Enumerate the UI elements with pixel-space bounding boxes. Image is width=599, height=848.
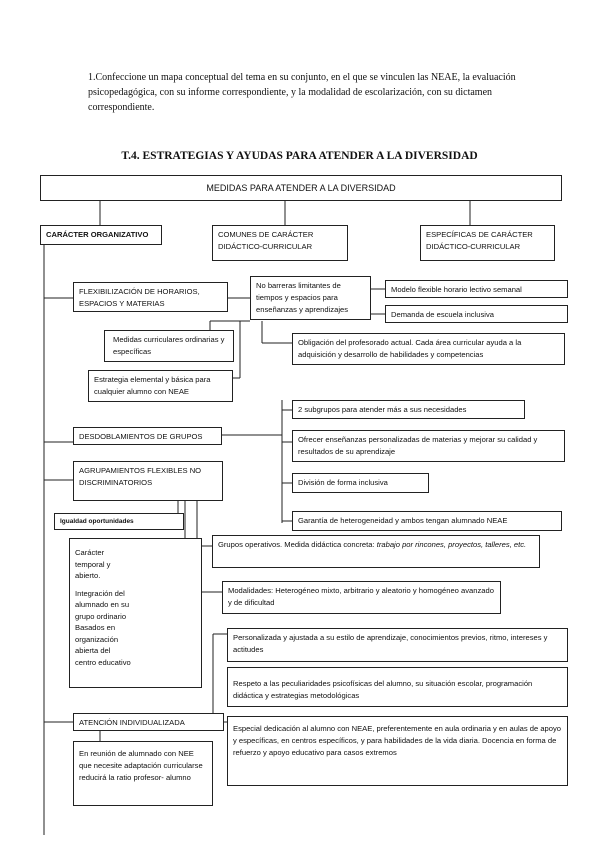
especial-dedicacion-box: Especial dedicación al alumno con NEAE, … [227, 716, 568, 786]
division-box: División de forma inclusiva [292, 473, 429, 493]
no-barreras-box: No barreras limitantes de tiempos y espa… [250, 276, 371, 320]
desdoblamientos-box: DESDOBLAMIENTOS DE GRUPOS [73, 427, 222, 445]
atencion-box: ATENCIÓN INDIVIDUALIZADA [73, 713, 224, 731]
root-box: MEDIDAS PARA ATENDER A LA DIVERSIDAD [40, 175, 562, 201]
section-heading: T.4. ESTRATEGIAS Y AYUDAS PARA ATENDER A… [121, 150, 478, 162]
especificas-box: ESPECÍFICAS DE CARÁCTER DIDÁCTICO-CURRIC… [420, 225, 555, 261]
modelo-flexible-box: Modelo flexible horario lectivo semanal [385, 280, 568, 298]
modalidades-box: Modalidades: Heterogéneo mixto, arbitrar… [222, 581, 501, 614]
flexibilizacion-box: FLEXIBILIZACIÓN DE HORARIOS, ESPACIOS Y … [73, 282, 228, 312]
ofrecer-box: Ofrecer enseñanzas personalizadas de mat… [292, 430, 565, 462]
intro-paragraph: 1.Confeccione un mapa conceptual del tem… [88, 72, 516, 113]
demanda-box: Demanda de escuela inclusiva [385, 305, 568, 323]
obligacion-box: Obligación del profesorado actual. Cada … [292, 333, 565, 365]
integracion-text: Integración del alumnado en su grupo ord… [75, 588, 131, 667]
dos-subgrupos-box: 2 subgrupos para atender más a sus neces… [292, 400, 525, 419]
caracter-organizativo-box: CARÁCTER ORGANIZATIVO [40, 225, 162, 245]
grupos-operativos-italic: trabajo por rincones, proyectos, tallere… [376, 540, 527, 549]
personalizada-box: Personalizada y ajustada a su estilo de … [227, 628, 568, 662]
respeto-box: Respeto a las peculiaridades psicofísica… [227, 667, 568, 707]
grupos-operativos-box: Grupos operativos. Medida didáctica conc… [212, 535, 540, 568]
medidas-curriculares-box: Medidas curriculares ordinarias y especí… [104, 330, 234, 362]
garantia-box: Garantía de heterogeneidad y ambos tenga… [292, 511, 562, 531]
comunes-box: COMUNES DE CARÁCTER DIDÁCTICO-CURRICULAR [212, 225, 348, 261]
estrategia-box: Estrategia elemental y básica para cualq… [88, 370, 233, 402]
agrupamientos-box: AGRUPAMIENTOS FLEXIBLES NO DISCRIMINATOR… [73, 461, 223, 501]
grupos-operativos-text: Grupos operativos. Medida didáctica conc… [218, 540, 375, 549]
reunion-box: En reunión de alumnado con NEE que neces… [73, 741, 213, 806]
caracter-temporal-text: Carácter temporal y abierto. [75, 548, 111, 580]
caracter-temporal-box: Carácter temporal y abierto. Integración… [69, 538, 202, 688]
igualdad-box: Igualdad oportunidades [54, 513, 184, 530]
